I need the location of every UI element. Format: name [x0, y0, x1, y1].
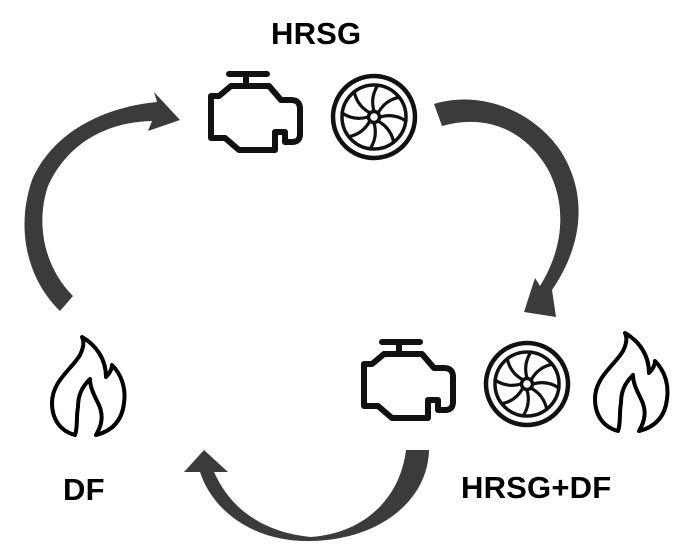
flame-icon	[593, 331, 670, 433]
df-node	[50, 335, 127, 437]
engine-icon	[364, 342, 453, 418]
hrsg-df-node	[364, 331, 670, 433]
df-label: DF	[63, 472, 105, 507]
arrow-df-to-hrsg	[24, 92, 181, 311]
arrow-hrsgdf-to-df	[184, 450, 429, 542]
hrsg-node	[211, 74, 415, 158]
flame-icon	[50, 335, 127, 437]
turbine-fan-icon	[486, 343, 568, 425]
engine-icon	[211, 74, 300, 150]
arrow-hrsg-to-hrsgdf	[434, 99, 579, 317]
hrsg-label: HRSG	[271, 16, 362, 51]
turbine-fan-icon	[333, 76, 415, 158]
hrsg-df-label: HRSG+DF	[461, 470, 612, 505]
